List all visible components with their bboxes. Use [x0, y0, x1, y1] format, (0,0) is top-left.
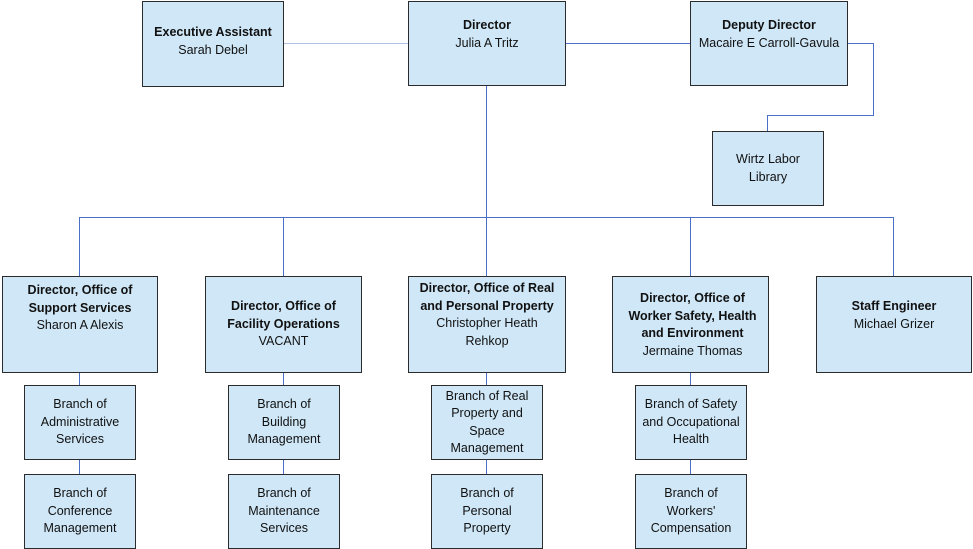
branch-label: Branch of Conference Management: [43, 486, 117, 536]
position-title: Executive Assistant: [154, 25, 272, 39]
deputy-director-box: Deputy Director Macaire E Carroll-Gavula: [690, 1, 848, 86]
branch-box: Branch of Maintenance Services: [228, 474, 340, 549]
person-name: Macaire E Carroll-Gavula: [698, 35, 840, 50]
position-title: Director, Office of Facility Operations: [227, 299, 340, 331]
office-box: Director, Office of Facility Operations …: [205, 276, 362, 373]
position-title: Deputy Director: [722, 18, 816, 32]
director-box: Director Julia A Tritz: [408, 1, 566, 86]
library-box: Wirtz Labor Library: [712, 131, 824, 206]
office-box: Director, Office of Worker Safety, Healt…: [612, 276, 769, 373]
branch-box: Branch of Personal Property: [431, 474, 543, 549]
person-name: Sarah Debel: [178, 42, 248, 57]
person-name: Julia A Tritz: [455, 35, 519, 50]
unit-label: Wirtz Labor Library: [736, 152, 800, 184]
branch-label: Branch of Real Property and Space Manage…: [445, 388, 529, 456]
person-name: Sharon A Alexis: [36, 318, 124, 332]
office-box: Director, Office of Real and Personal Pr…: [408, 276, 566, 373]
position-title: Director, Office of Worker Safety, Healt…: [628, 291, 757, 340]
branch-label: Branch of Safety and Occupational Health: [642, 397, 740, 447]
branch-box: Branch of Real Property and Space Manage…: [431, 385, 543, 460]
branch-box: Branch of Safety and Occupational Health: [635, 385, 747, 460]
branch-box: Branch of Workers' Compensation: [635, 474, 747, 549]
branch-label: Branch of Workers' Compensation: [650, 486, 732, 536]
branch-box: Branch of Building Management: [228, 385, 340, 460]
connector: [767, 43, 874, 131]
position-title: Staff Engineer: [851, 299, 937, 313]
branch-box: Branch of Conference Management: [24, 474, 136, 549]
person-name: Michael Grizer: [853, 316, 935, 331]
position-title: Director: [463, 18, 511, 32]
position-title: Director, Office of Support Services: [27, 283, 133, 315]
branch-label: Branch of Building Management: [247, 397, 321, 447]
person-name: Christopher Heath Rehkop: [436, 316, 538, 348]
office-box: Staff Engineer Michael Grizer: [816, 276, 972, 373]
branch-label: Branch of Maintenance Services: [248, 486, 320, 536]
person-name: Jermaine Thomas: [642, 343, 743, 358]
branch-label: Branch of Administrative Services: [40, 397, 120, 447]
position-title: Director, Office of Real and Personal Pr…: [419, 281, 555, 313]
branch-label: Branch of Personal Property: [460, 486, 514, 536]
office-box: Director, Office of Support Services Sha…: [2, 276, 158, 373]
executive-assistant-box: Executive Assistant Sarah Debel: [142, 1, 284, 87]
person-name: VACANT: [258, 334, 309, 348]
branch-box: Branch of Administrative Services: [24, 385, 136, 460]
